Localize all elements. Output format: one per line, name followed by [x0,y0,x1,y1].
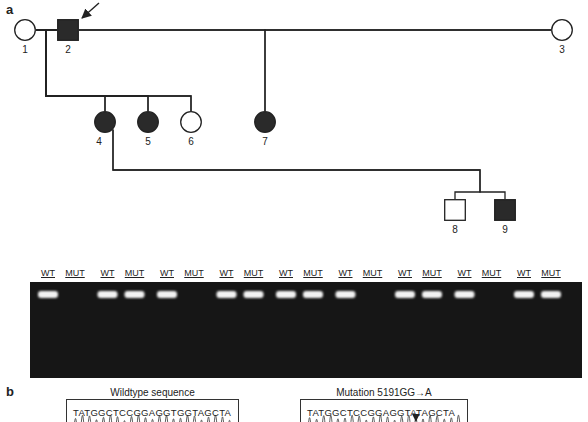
gel-band [455,291,475,298]
symbol-outline [551,19,573,41]
individual-number: 1 [22,44,28,56]
symbol-outline [180,111,202,133]
symbol-shape [494,199,516,221]
female-symbol: 7 [250,111,280,148]
chromatogram-box: TATGGCTCCGGAGGTGGTAGCTA [66,399,239,422]
individual-number: 7 [262,136,268,148]
symbol-outline [494,199,516,221]
lane-label: MUT [65,268,85,278]
female-symbol: 5 [133,111,163,148]
lane-label: MUT [541,268,561,278]
individual-number: 5 [145,136,151,148]
female-symbol: 1 [10,19,40,56]
lane-label: MUT [125,268,145,278]
individual-number: 2 [65,44,71,56]
lane-label: WT [458,268,472,278]
sequence-panel: Wildtype sequenceTATGGCTCCGGAGGTGGTAGCTA [66,386,239,422]
descent-line [113,130,505,199]
lane-label: MUT [244,268,264,278]
symbol-shape [254,111,276,133]
square-symbol [58,20,79,41]
panel-title: Wildtype sequence [66,386,239,399]
circle-symbol [255,112,276,133]
circle-symbol [15,20,36,41]
symbol-shape [551,19,573,41]
symbol-outline [14,19,36,41]
descent-line [36,30,191,111]
lane-label: WT [220,268,234,278]
lane-label: MUT [422,268,442,278]
individual-number: 6 [188,136,194,148]
individual-number: 4 [96,136,102,148]
descent-line [46,30,148,111]
lane-label: WT [41,268,55,278]
symbol-outline [94,111,116,133]
circle-symbol [552,20,573,41]
individual-number: 3 [559,44,565,56]
lane-label: WT [517,268,531,278]
gel-bands [38,291,561,298]
descent-line [79,30,265,111]
lane-label: MUT [184,268,204,278]
gel-band [125,291,145,298]
gel-band [244,291,264,298]
symbol-outline [254,111,276,133]
gel-band [276,291,296,298]
symbol-outline [57,19,79,41]
gel-band [395,291,415,298]
male-symbol: 9 [490,199,520,236]
panel-letter: a [6,2,13,17]
female-symbol: 6 [176,111,206,148]
symbol-shape [444,199,466,221]
gel-band [422,291,442,298]
individual-number: 8 [452,224,458,236]
proband-arrow [82,3,99,18]
lane-label: MUT [363,268,383,278]
lane-label: MUT [303,268,323,278]
symbol-outline [137,111,159,133]
symbol-shape [14,19,36,41]
symbol-shape [57,19,79,41]
lane-label: WT [279,268,293,278]
female-symbol: 3 [547,19,577,56]
symbol-shape [180,111,202,133]
panel-title: Mutation 5191GG→A [300,386,468,399]
individual-number: 9 [502,224,508,236]
symbol-shape [94,111,116,133]
gel-band [38,291,58,298]
gel-band [336,291,356,298]
gel-band [157,291,177,298]
lane-label: WT [398,268,412,278]
square-symbol [495,200,516,221]
male-symbol: 2 [53,19,83,56]
lane-label: WT [101,268,115,278]
gel-band [217,291,237,298]
gel-band [303,291,323,298]
female-symbol: 4 [90,111,120,148]
descent-line [46,30,105,111]
symbol-shape [137,111,159,133]
circle-symbol [138,112,159,133]
panel-letter: b [6,384,14,399]
descent-line [36,30,148,111]
descent-line [46,30,191,111]
lane-label: MUT [482,268,502,278]
gel-band [514,291,534,298]
sequence-text: TATGGCTCCGGAGGTGGTAGCTA [73,407,231,419]
lane-label: WT [339,268,353,278]
descent-line [113,130,480,199]
gel-band [98,291,118,298]
gel-band [541,291,561,298]
sequence-panel: Mutation 5191GG→A TATGGCTCCGGAGGTATAGCTA [300,386,468,422]
gel-image [30,282,582,378]
chromatogram-box: TATGGCTCCGGAGGTATAGCTA [300,399,468,422]
circle-symbol [181,112,202,133]
male-symbol: 8 [440,199,470,236]
lane-label: WT [160,268,174,278]
symbol-outline [444,199,466,221]
sequence-text: TATGGCTCCGGAGGTATAGCTA [307,407,455,419]
square-symbol [445,200,466,221]
descent-line [265,30,551,111]
circle-symbol [95,112,116,133]
